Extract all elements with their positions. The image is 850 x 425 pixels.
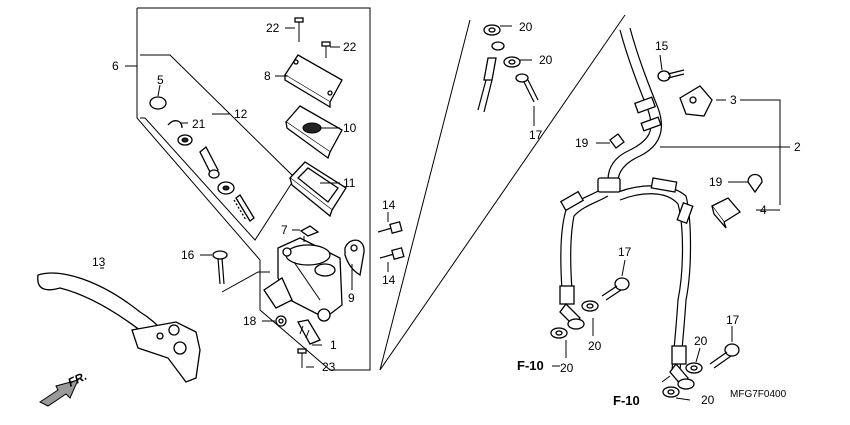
label-20-lower-b: 20 [588,339,602,353]
washer-20-lower-b [581,300,599,312]
f10-reference-right: F-10 [613,393,640,408]
bolt-17-lower [709,343,740,369]
label-2: 2 [794,140,801,154]
front-direction-arrow-icon [39,379,79,407]
clip-7 [299,225,320,242]
label-10: 10 [343,121,357,135]
label-20-lower-c: 20 [701,393,715,407]
brake-lever-13 [37,272,201,383]
label-16: 16 [181,248,195,262]
label-14-upper: 14 [382,198,396,212]
leader-lines [100,25,790,401]
label-6: 6 [112,59,119,73]
bolt-14-lower [379,247,405,260]
label-9: 9 [348,291,355,305]
diaphragm-11 [289,161,347,218]
nut-18 [275,315,287,327]
drawing-code: MFG7F0400 [730,389,787,400]
label-15: 15 [655,39,669,53]
screw-23 [297,348,307,368]
label-20-lower-d: 20 [694,334,708,348]
screw-22-second [321,41,331,58]
label-11: 11 [343,176,356,190]
label-5: 5 [157,73,164,87]
label-17-lower: 17 [726,313,740,327]
label-18: 18 [243,314,257,328]
label-7: 7 [281,223,288,237]
washer-20-lower-c [662,386,680,398]
label-1: 1 [330,338,337,352]
label-13: 13 [92,255,106,269]
label-14-lower: 14 [382,273,396,287]
label-8: 8 [264,69,271,83]
holder-9 [344,239,365,277]
group-6-outline [125,7,371,371]
front-direction-label: FR. [66,369,89,390]
label-22-top: 22 [266,21,280,35]
bolt-17-top [515,73,539,103]
label-17-top: 17 [529,128,543,142]
bolt-17-middle [601,277,630,301]
label-17-middle: 17 [618,245,632,259]
washer-20-top-b [503,56,521,68]
label-19-right: 19 [709,175,723,189]
label-20-lower-a: 20 [560,361,574,375]
screw-22-top [294,17,304,42]
label-4: 4 [760,203,767,217]
label-21: 21 [192,117,206,131]
piston-set-12 [149,96,255,222]
label-22-second: 22 [343,40,357,54]
hose-group-outline [379,14,626,371]
f10-reference-left: F-10 [517,358,544,373]
washer-20-lower-a [550,327,568,339]
bracket-3 [679,85,713,117]
label-12: 12 [234,107,248,121]
lower-hoses [559,177,695,390]
banjo-fitting-top [477,41,505,113]
label-3: 3 [730,93,737,107]
label-23: 23 [322,360,336,374]
clip-19-a [609,133,625,149]
label-20-top-a: 20 [519,20,533,34]
part-number-labels: 22 22 6 8 5 12 21 10 11 14 7 16 13 14 9 … [66,20,801,408]
brake-hose-2 [607,27,662,183]
diaphragm-plate-10 [285,105,343,160]
label-20-top-b: 20 [539,53,553,67]
switch-1 [297,319,321,345]
label-19-left: 19 [575,136,589,150]
washer-20-lower-d [685,362,703,374]
clip-19-b [747,173,763,194]
bolt-15 [657,69,685,82]
washer-20-top-a [483,24,501,36]
bolt-14-upper [377,221,403,234]
hose-clamp-4 [711,197,741,229]
master-cylinder-body [263,237,343,322]
pivot-bolt-16 [212,250,270,293]
reservoir-cap-8 [284,54,343,109]
